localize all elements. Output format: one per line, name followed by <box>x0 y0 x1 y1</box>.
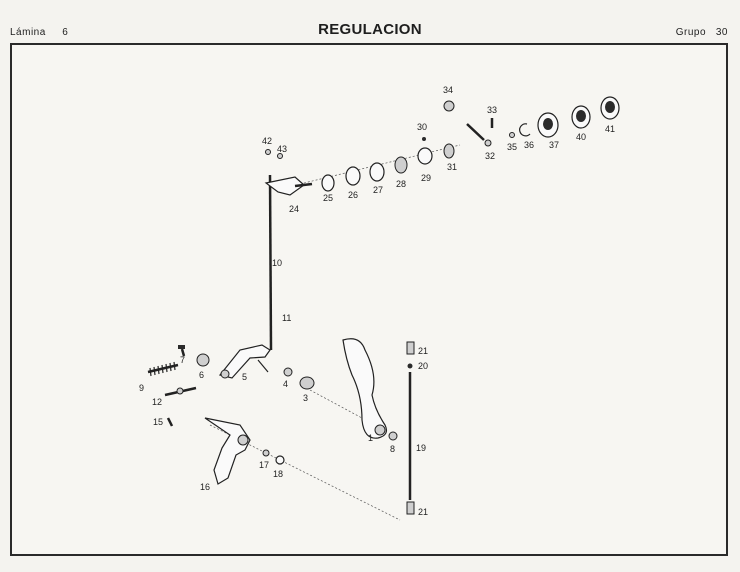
label-part-31: 31 <box>447 162 457 172</box>
label-part-3: 3 <box>303 393 308 403</box>
label-part-5: 5 <box>242 372 247 382</box>
sheet-number: 6 <box>62 27 69 38</box>
label-part-41: 41 <box>605 124 615 134</box>
label-part-17: 17 <box>259 460 269 470</box>
label-part-9: 9 <box>139 383 144 393</box>
group-label: Grupo <box>675 27 707 38</box>
part-43-washer <box>277 153 283 159</box>
part-7-screw <box>178 345 186 357</box>
label-part-29: 29 <box>421 173 431 183</box>
label-part-40: 40 <box>576 132 586 142</box>
part-34-nut <box>443 100 455 112</box>
label-part-15: 15 <box>153 417 163 427</box>
label-part-20: 20 <box>418 361 428 371</box>
part-24-bracket <box>264 176 313 196</box>
label-part-43: 43 <box>277 144 287 154</box>
part-21-end-bottom <box>406 501 415 515</box>
part-10-rod <box>268 174 273 351</box>
label-part-36: 36 <box>524 140 534 150</box>
part-29-gear <box>417 147 433 165</box>
page-title: REGULACION <box>318 21 422 38</box>
label-part-35: 35 <box>507 142 517 152</box>
label-part-16: 16 <box>200 482 210 492</box>
part-25-disc <box>321 174 335 192</box>
label-part-24: 24 <box>289 204 299 214</box>
part-31-disc <box>443 143 455 159</box>
part-15-bolt <box>166 417 174 427</box>
label-part-34: 34 <box>443 85 453 95</box>
part-30-pin <box>422 137 426 141</box>
part-41-cup <box>600 96 620 120</box>
label-part-25: 25 <box>323 193 333 203</box>
part-9-spring <box>147 361 179 377</box>
label-part-30: 30 <box>417 122 427 132</box>
part-21-end-top <box>406 341 415 355</box>
label-part-1: 1 <box>368 433 373 443</box>
sheet-header-left: Lámina 6 <box>10 27 68 38</box>
part-35-washer <box>509 132 515 138</box>
label-part-28: 28 <box>396 179 406 189</box>
part-42-nut <box>265 149 271 155</box>
part-37-cup <box>537 112 559 138</box>
part-4-washer <box>283 367 293 377</box>
group-number: 30 <box>715 27 728 38</box>
label-part-42: 42 <box>262 136 272 146</box>
label-part-11: 11 <box>282 313 291 323</box>
part-27-disc <box>369 162 385 182</box>
label-part-8: 8 <box>390 444 395 454</box>
part-20-nut <box>407 363 413 369</box>
part-8-nut <box>388 431 398 441</box>
label-part-26: 26 <box>348 190 358 200</box>
part-40-cup <box>571 105 591 129</box>
part-18-washer <box>275 455 285 465</box>
part-12-pin <box>164 386 197 397</box>
label-part-19: 19 <box>416 443 426 453</box>
label-part-6: 6 <box>199 370 204 380</box>
part-26-disc <box>345 166 361 186</box>
label-part-37: 37 <box>549 140 559 150</box>
part-17-clip <box>262 449 270 457</box>
diagram-frame <box>10 43 728 556</box>
part-6-bushing <box>196 353 210 367</box>
label-part-10: 10 <box>272 258 282 268</box>
label-part-7: 7 <box>180 355 185 365</box>
label-part-12: 12 <box>152 397 162 407</box>
part-32-lever <box>466 123 492 147</box>
part-28-cam <box>394 156 408 174</box>
label-part-27: 27 <box>373 185 383 195</box>
part-5-lever <box>218 344 271 379</box>
sheet-header-right: Grupo 30 <box>676 27 728 38</box>
sheet-label: Lámina <box>10 27 46 38</box>
label-part-21-bottom: 21 <box>418 507 428 517</box>
label-part-18: 18 <box>273 469 283 479</box>
part-36-clip <box>519 123 531 137</box>
label-part-33: 33 <box>487 105 497 115</box>
label-part-32: 32 <box>485 151 495 161</box>
part-16-pedal <box>204 417 251 485</box>
part-1-arm <box>342 338 388 439</box>
part-3-bushing <box>299 376 315 390</box>
label-part-21-top: 21 <box>418 346 428 356</box>
label-part-4: 4 <box>283 379 288 389</box>
